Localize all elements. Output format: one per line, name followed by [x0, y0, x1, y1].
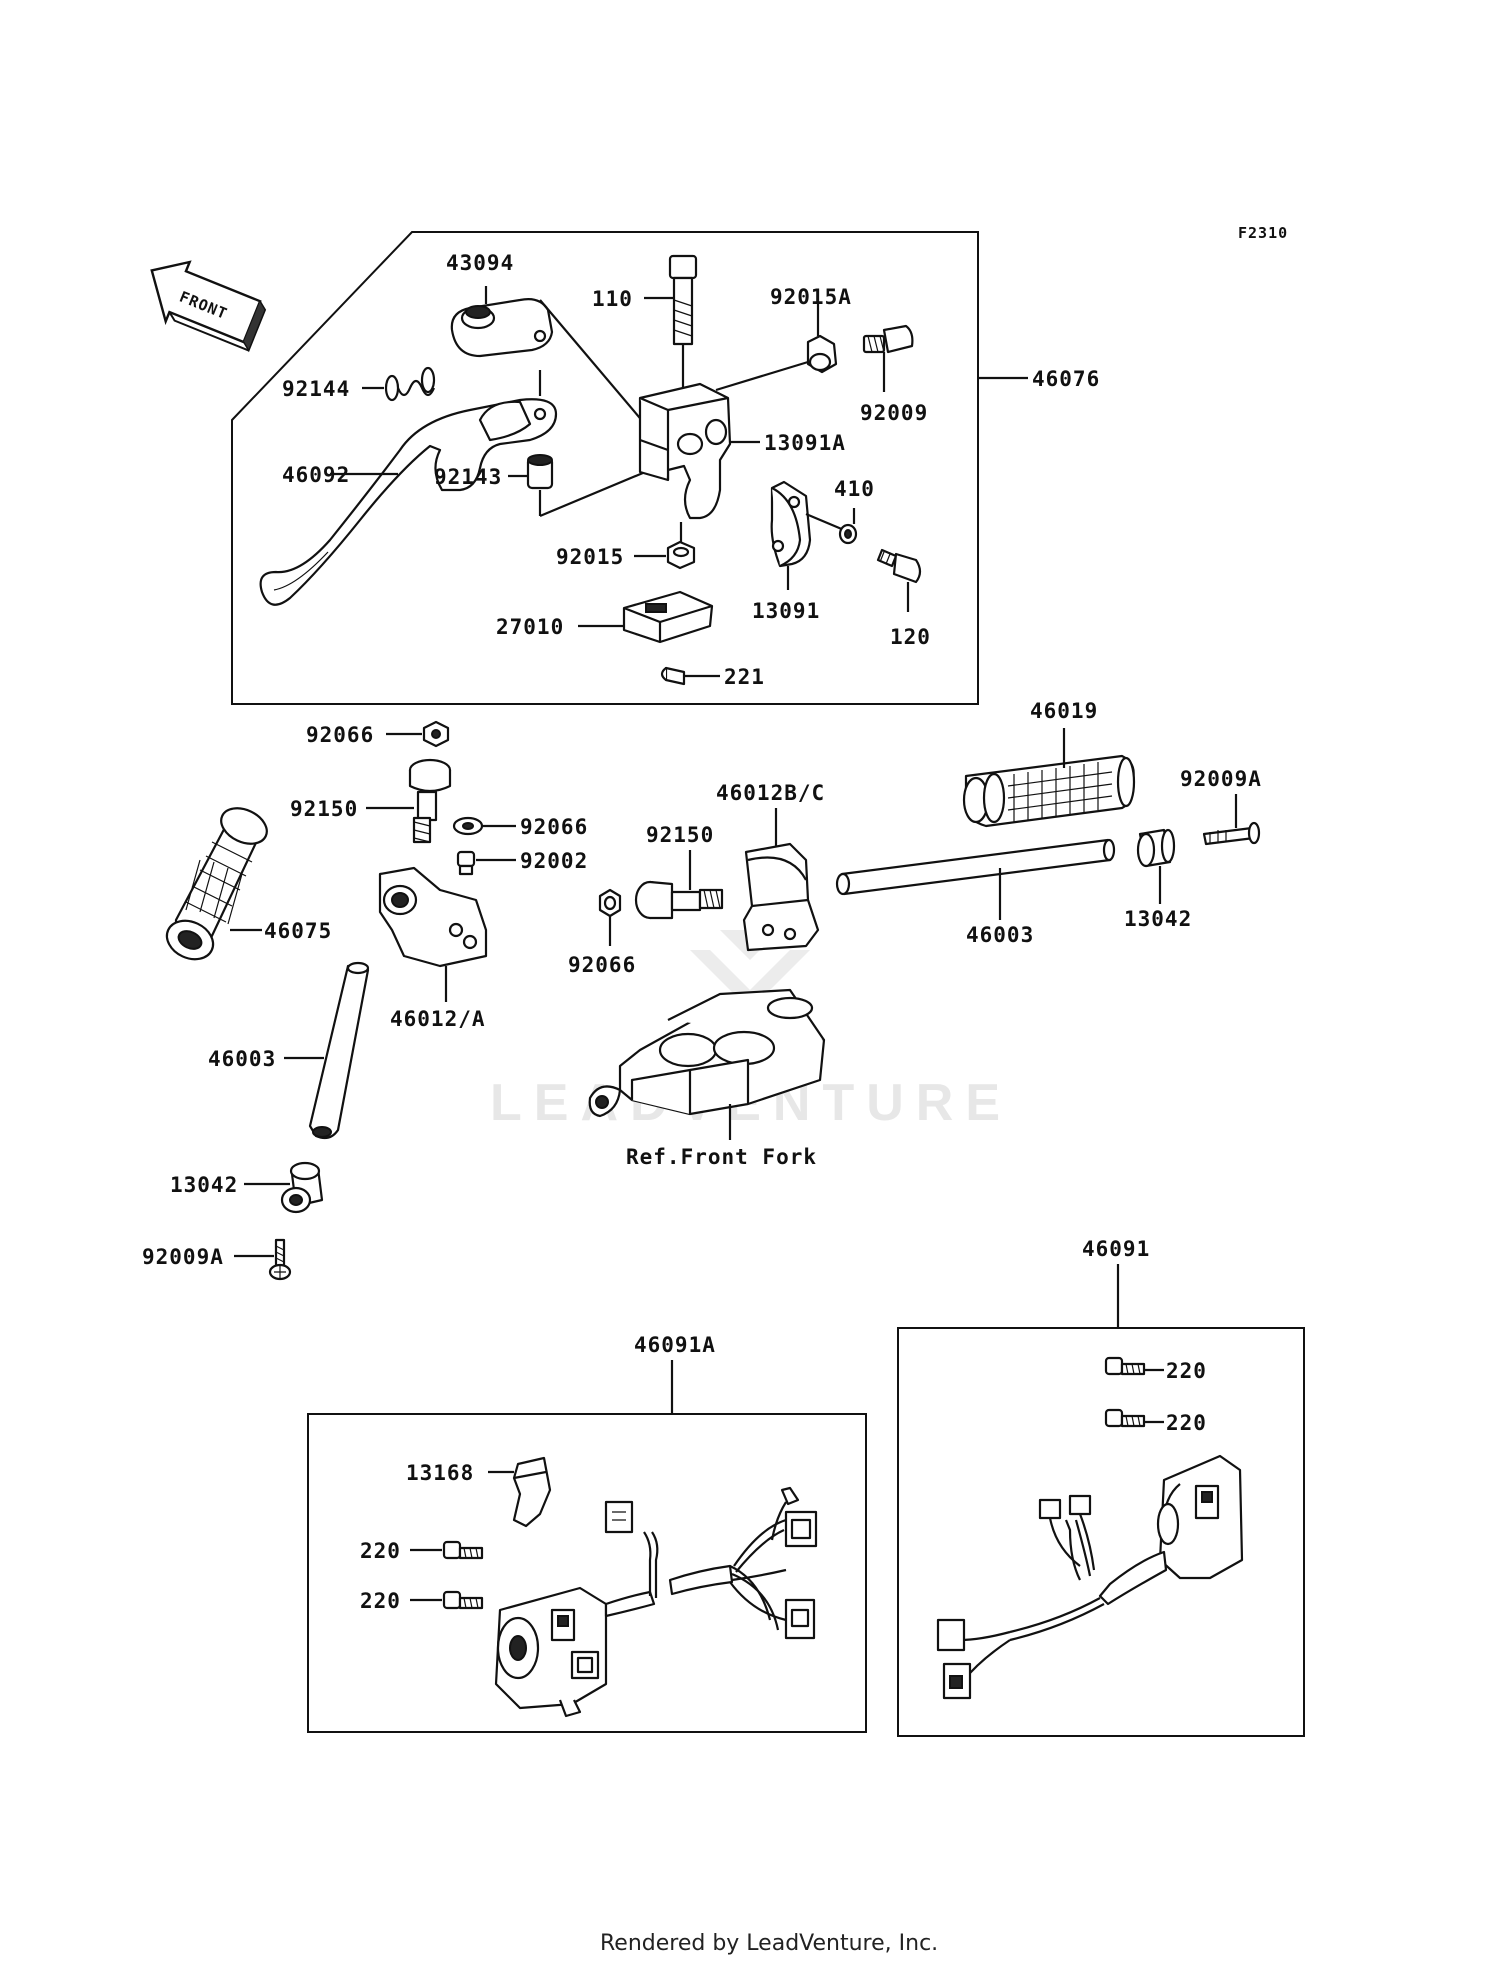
right-handlebar-switch [1156, 1454, 1244, 1580]
left-grip-46075: 46075 [165, 807, 332, 961]
left-switch-wiring-harness [604, 1486, 818, 1640]
screw-92009A-left: 92009A [142, 1238, 292, 1281]
bolt-92150-left: 92150 [290, 758, 452, 844]
label-46076: 46076 [1032, 367, 1100, 391]
nut-92066-lower: 92066 [568, 888, 636, 977]
label-92066-mid: 92066 [520, 815, 588, 839]
bolt-120: 120 [876, 548, 931, 649]
label-92015A: 92015A [770, 285, 852, 309]
label-46091: 46091 [1082, 1237, 1150, 1261]
label-46075: 46075 [264, 919, 332, 943]
left-switch-assembly-group: 46091A 13168 220 220 [307, 1333, 867, 1733]
label-46012A: 46012/A [390, 1007, 486, 1031]
label-46019: 46019 [1030, 699, 1098, 723]
clamp-13168: 13168 [406, 1456, 552, 1528]
lever-bracket-13091A: 13091A [638, 382, 846, 520]
handlebar-holder-46012A: 46012/A [378, 866, 488, 1031]
label-ref-front-fork: Ref.Front Fork [626, 1145, 817, 1169]
switch-27010: 27010 [496, 590, 714, 644]
handlebar-pipe-46003-left: 46003 [208, 961, 370, 1140]
screw-92009: 92009 [860, 324, 928, 425]
label-92009: 92009 [860, 401, 928, 425]
label-46012BC: 46012B/C [716, 781, 825, 805]
assembly-box-46076 [231, 231, 979, 705]
right-switch-assembly-group: 46091 220 220 [897, 1237, 1305, 1737]
bar-end-weight-13042-right: 13042 [1124, 828, 1192, 931]
label-220-a: 220 [1166, 1359, 1207, 1383]
label-13091A: 13091A [764, 431, 846, 455]
label-92066-lower: 92066 [568, 953, 636, 977]
label-46003-left: 46003 [208, 1047, 276, 1071]
handlebar-pipe-46003-right: 46003 [835, 838, 1116, 947]
label-220-d: 220 [360, 1589, 401, 1613]
figure-code: F2310 [1238, 224, 1288, 242]
lever-holder-43094: 43094 [446, 251, 554, 358]
clutch-lever-46092: 46092 [259, 398, 558, 606]
screw-220-a: 220 [1104, 1356, 1207, 1383]
handlebar-section: 92066 92150 92066 92002 [142, 699, 1262, 1281]
clutch-lever-assembly-group: 46076 43094 92144 46092 [231, 231, 1100, 705]
bolt-110: 110 [592, 254, 698, 346]
screw-220-d: 220 [360, 1589, 484, 1613]
left-handlebar-switch [494, 1586, 608, 1718]
throttle-grip-46019: 46019 [962, 699, 1136, 828]
label-410: 410 [834, 477, 875, 501]
label-92009A-right: 92009A [1180, 767, 1262, 791]
label-46092: 46092 [282, 463, 350, 487]
label-13091: 13091 [752, 599, 820, 623]
adjuster-92015A: 92015A [715, 285, 852, 392]
bolt-92002: 92002 [456, 849, 588, 876]
label-13042-left: 13042 [170, 1173, 238, 1197]
front-arrow-icon: FRONT [150, 260, 267, 353]
label-27010: 27010 [496, 615, 564, 639]
nut-92015: 92015 [556, 522, 696, 570]
label-92066-top: 92066 [306, 723, 374, 747]
spring-92144: 92144 [282, 366, 436, 402]
screw-220-c: 220 [360, 1539, 484, 1563]
label-92009A-left: 92009A [142, 1245, 224, 1269]
screw-92009A-right: 92009A [1180, 767, 1262, 846]
label-43094: 43094 [446, 251, 514, 275]
washer-410: 410 [834, 477, 875, 545]
label-220-c: 220 [360, 1539, 401, 1563]
assembly-box-46091 [897, 1327, 1305, 1737]
label-92143: 92143 [434, 465, 502, 489]
label-92002: 92002 [520, 849, 588, 873]
label-92150-right: 92150 [646, 823, 714, 847]
label-13042-right: 13042 [1124, 907, 1192, 931]
bar-end-weight-13042-left: 13042 [170, 1161, 324, 1214]
label-46091A: 46091A [634, 1333, 716, 1357]
label-220-b: 220 [1166, 1411, 1207, 1435]
washer-92066-mid: 92066 [452, 815, 588, 839]
label-120: 120 [890, 625, 931, 649]
footer-credit: Rendered by LeadVenture, Inc. [600, 1931, 938, 1956]
label-92144: 92144 [282, 377, 350, 401]
label-46003-right: 46003 [966, 923, 1034, 947]
label-92015: 92015 [556, 545, 624, 569]
label-110: 110 [592, 287, 633, 311]
collar-92143: 92143 [434, 454, 554, 516]
front-fork-top-bracket: Ref.Front Fork [588, 988, 826, 1169]
bolt-92150-right: 92150 [634, 823, 724, 920]
clamp-13091: 13091 [752, 480, 820, 623]
right-switch-wiring-harness [936, 1494, 1168, 1700]
screw-220-b: 220 [1104, 1408, 1207, 1435]
label-221: 221 [724, 665, 765, 689]
nut-92066-top: 92066 [306, 720, 450, 748]
label-92150-left: 92150 [290, 797, 358, 821]
handlebar-holder-46012BC: 46012B/C [716, 781, 825, 952]
assembly-box-46091A [307, 1413, 867, 1733]
screw-221: 221 [660, 665, 765, 689]
label-13168: 13168 [406, 1461, 474, 1485]
